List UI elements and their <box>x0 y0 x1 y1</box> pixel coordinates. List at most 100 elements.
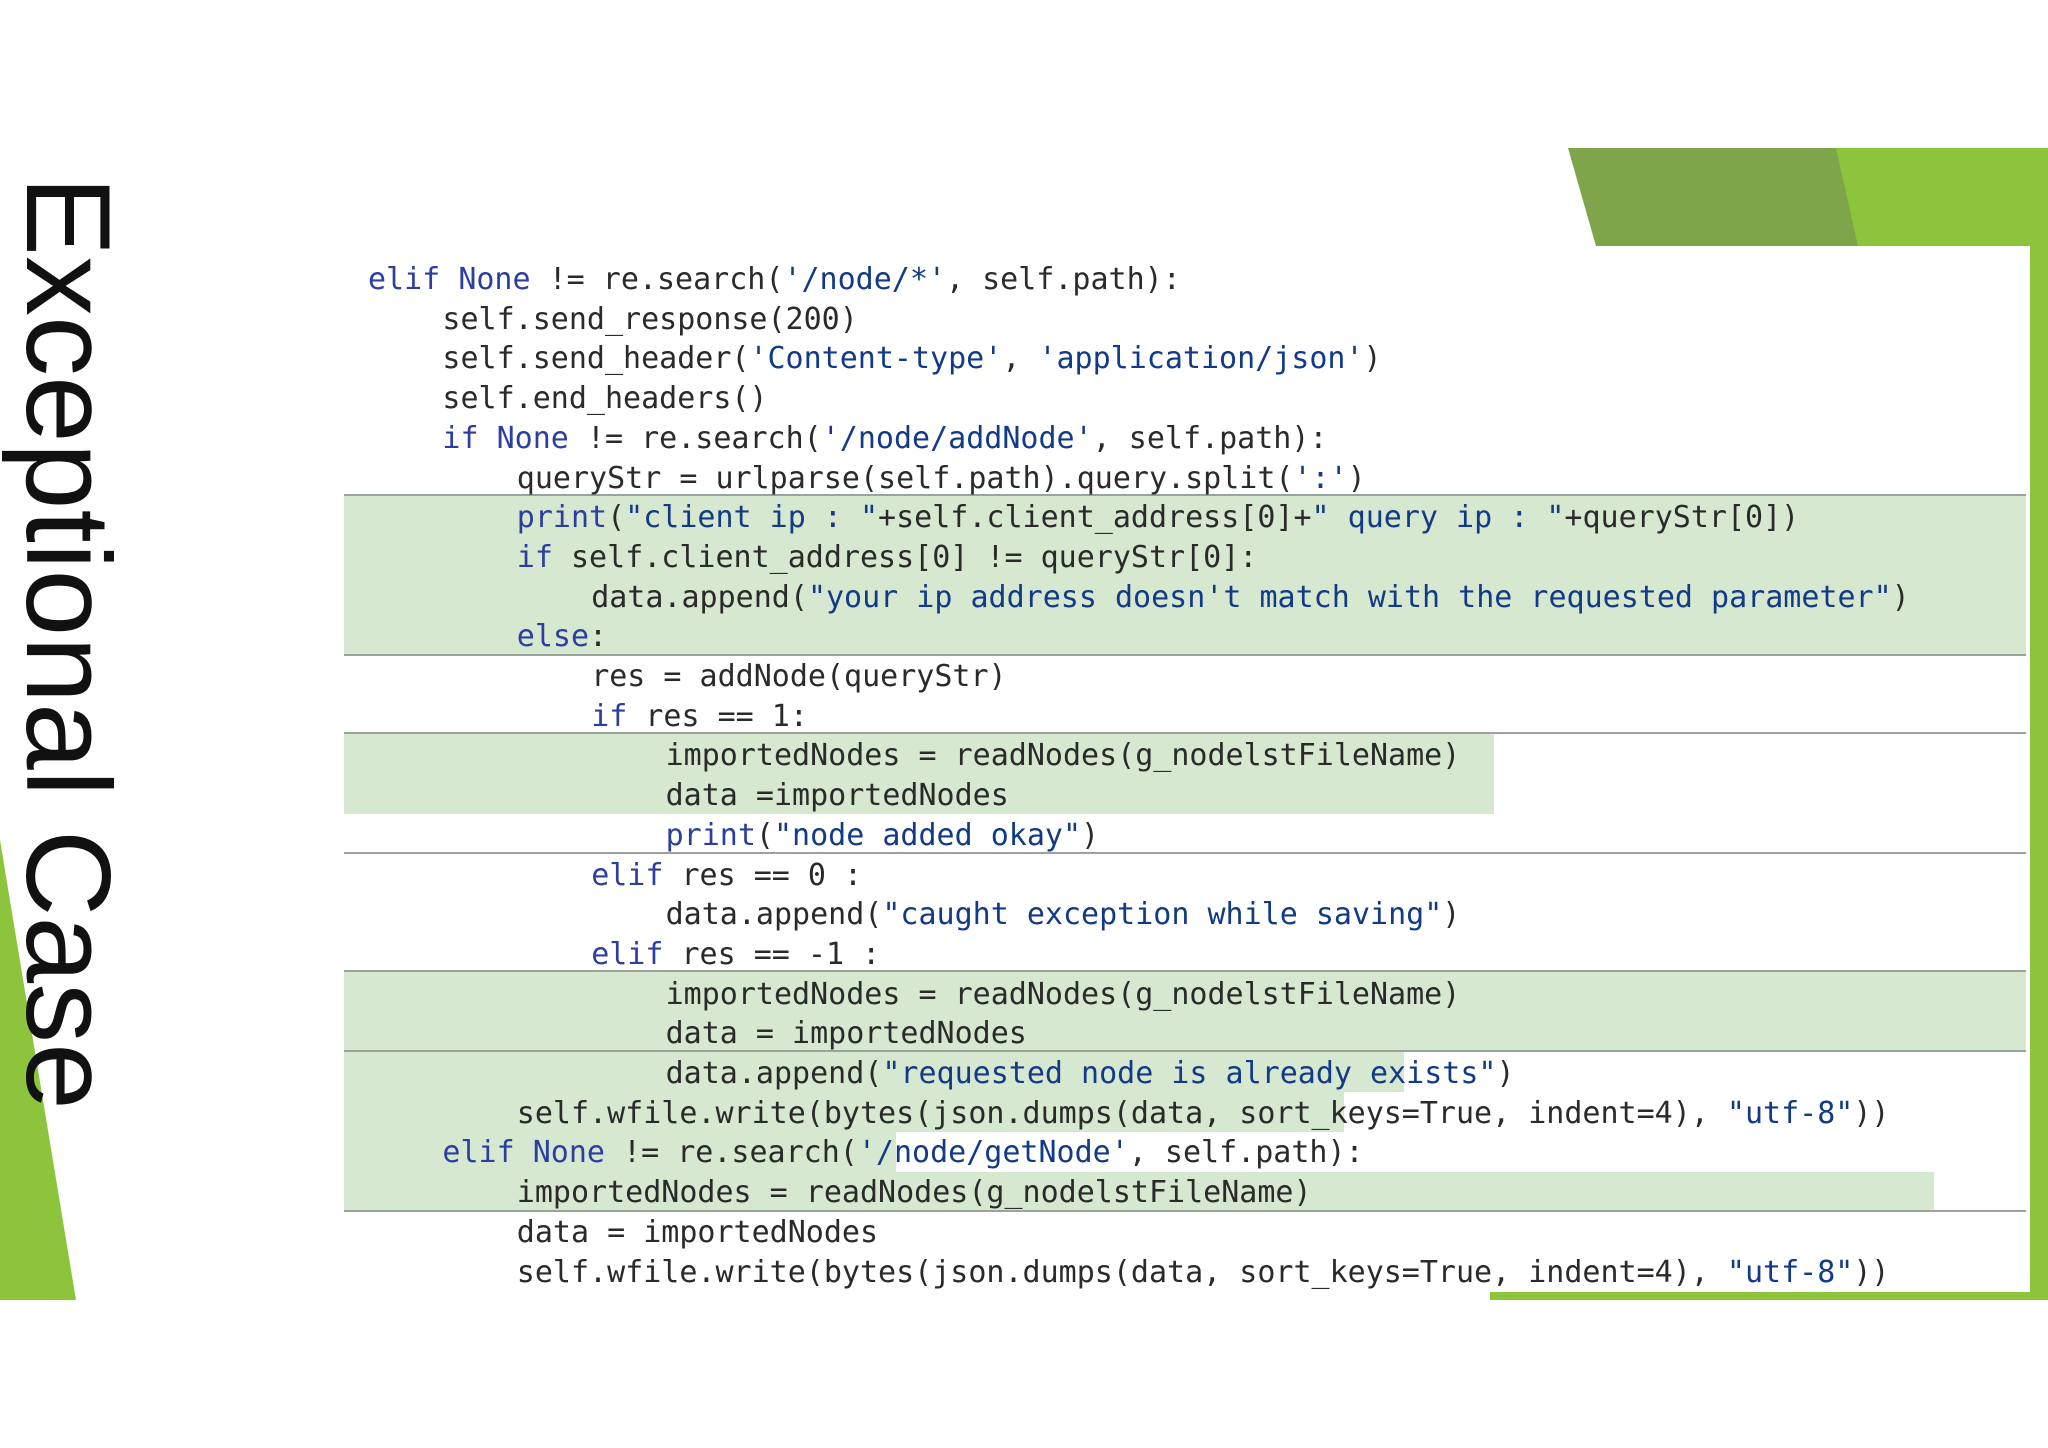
code-string: " query ip : " <box>1311 500 1565 536</box>
code-string: "your ip address doesn't match with the … <box>807 579 1892 615</box>
highlight-band <box>344 734 1494 814</box>
code-string: 'Content-type' <box>749 341 1003 377</box>
code-text: != re.search( <box>568 420 822 456</box>
code-string: "utf-8" <box>1726 1254 1854 1290</box>
code-text: self.wfile.write(bytes(json.dumps(data, … <box>516 1254 1727 1290</box>
code-line: data = importedNodes <box>666 1014 1027 1054</box>
highlight-band <box>344 1092 1344 1132</box>
code-line: print("client ip : "+self.client_address… <box>517 498 1799 538</box>
code-text: self.wfile.write(bytes(json.dumps(data, … <box>516 1095 1727 1131</box>
code-line: print("node added okay") <box>666 816 1099 856</box>
separator-line <box>344 732 2026 734</box>
code-line: elif None != re.search('/node/getNode', … <box>442 1133 1363 1173</box>
code-text: , self.path): <box>1128 1135 1364 1171</box>
code-text: ) <box>1891 579 1910 615</box>
separator-line <box>344 1050 2026 1052</box>
code-text: ) <box>1442 897 1461 933</box>
code-line: importedNodes = readNodes(g_nodelstFileN… <box>666 736 1461 776</box>
code-keyword: print <box>665 817 756 853</box>
code-line: elif res == -1 : <box>591 935 880 975</box>
code-line: data.append("requested node is already e… <box>666 1054 1515 1094</box>
code-text: , self.path): <box>1092 420 1328 456</box>
highlight-band <box>344 1052 1404 1092</box>
code-text: data = importedNodes <box>665 1016 1027 1052</box>
code-string: 'application/json' <box>1038 341 1364 377</box>
code-text: data.append( <box>665 897 883 933</box>
code-text: self.end_headers() <box>442 381 768 417</box>
code-string: '/node/getNode' <box>857 1135 1129 1171</box>
code-keyword: None <box>458 262 531 297</box>
code-line: self.end_headers() <box>442 379 767 419</box>
code-keyword: None <box>496 420 569 456</box>
code-string: "client ip : " <box>625 500 879 536</box>
code-text: != re.search( <box>530 262 784 297</box>
slide-title: Exceptional Case <box>1 176 135 1110</box>
code-text: self.send_response(200) <box>442 301 858 337</box>
code-line: importedNodes = readNodes(g_nodelstFileN… <box>666 975 1461 1015</box>
code-text: ) <box>1496 1056 1515 1091</box>
separator-line <box>344 1210 2026 1212</box>
code-keyword: if <box>442 420 479 456</box>
code-line: else: <box>517 617 607 657</box>
code-text: ) <box>1363 341 1382 377</box>
code-text: +self.client_address[0]+ <box>878 500 1312 536</box>
code-line: importedNodes = readNodes(g_nodelstFileN… <box>517 1173 1312 1213</box>
separator-line <box>344 852 2026 854</box>
code-text: +queryStr[0]) <box>1564 500 1800 536</box>
code-text: data = importedNodes <box>516 1214 879 1250</box>
code-line: elif None != re.search('/node/*', self.p… <box>368 260 1181 300</box>
code-keyword: if <box>516 539 553 575</box>
code-line: elif res == 0 : <box>591 856 862 896</box>
code-text: importedNodes = readNodes(g_nodelstFileN… <box>516 1175 1312 1211</box>
code-text: res == -1 : <box>663 936 881 972</box>
code-keyword: if <box>591 698 628 734</box>
code-text: importedNodes = readNodes(g_nodelstFileN… <box>665 976 1461 1012</box>
code-text: , <box>1002 341 1039 377</box>
code-keyword: elif <box>368 262 441 297</box>
code-string: "utf-8" <box>1726 1095 1854 1131</box>
code-text: ( <box>755 817 774 853</box>
code-text <box>479 421 497 456</box>
highlight-band <box>344 1172 1934 1212</box>
code-line: self.wfile.write(bytes(json.dumps(data, … <box>517 1094 1890 1134</box>
code-text: )) <box>1853 1254 1890 1290</box>
code-text: : <box>589 619 608 655</box>
separator-line <box>344 970 2026 972</box>
highlight-band <box>344 496 2026 656</box>
code-string: '/node/addNode' <box>821 420 1093 456</box>
code-text: data.append( <box>591 579 808 615</box>
code-text <box>440 262 458 297</box>
code-string: "caught exception while saving" <box>882 897 1443 933</box>
code-text: ) <box>1081 817 1100 853</box>
code-text: ( <box>607 500 626 536</box>
highlight-band <box>344 1132 896 1172</box>
separator-line <box>344 654 2026 656</box>
code-text: != re.search( <box>604 1135 858 1171</box>
code-keyword: elif <box>591 857 664 893</box>
code-text: ) <box>1347 460 1366 496</box>
code-string: "node added okay" <box>773 817 1082 853</box>
code-text: res == 0 : <box>663 857 863 893</box>
code-keyword: print <box>516 500 608 536</box>
code-line: self.send_header('Content-type', 'applic… <box>442 339 1381 379</box>
bottom-right-accent <box>1490 1292 2030 1300</box>
code-line: data = importedNodes <box>517 1213 878 1253</box>
code-string: "requested node is already exists" <box>882 1056 1497 1091</box>
code-string: ':' <box>1293 460 1348 496</box>
code-line: data =importedNodes <box>666 776 1009 816</box>
code-line: data.append("your ip address doesn't mat… <box>591 578 1910 618</box>
code-string: '/node/*' <box>783 262 946 297</box>
separator-line <box>344 494 2026 496</box>
code-text: )) <box>1853 1095 1890 1131</box>
code-text: , self.path): <box>946 262 1181 297</box>
code-text: res = addNode(queryStr) <box>591 659 1007 694</box>
code-text: queryStr = urlparse(self.path).query.spl… <box>516 460 1294 496</box>
code-keyword: else <box>516 619 590 655</box>
code-text: res == 1: <box>627 698 808 734</box>
code-screenshot: elif None != re.search('/node/*', self.p… <box>344 246 2026 1292</box>
code-text: importedNodes = readNodes(g_nodelstFileN… <box>665 738 1461 774</box>
code-line: queryStr = urlparse(self.path).query.spl… <box>517 459 1366 499</box>
code-line: self.send_response(200) <box>442 300 857 340</box>
code-text: self.send_header( <box>442 341 750 377</box>
